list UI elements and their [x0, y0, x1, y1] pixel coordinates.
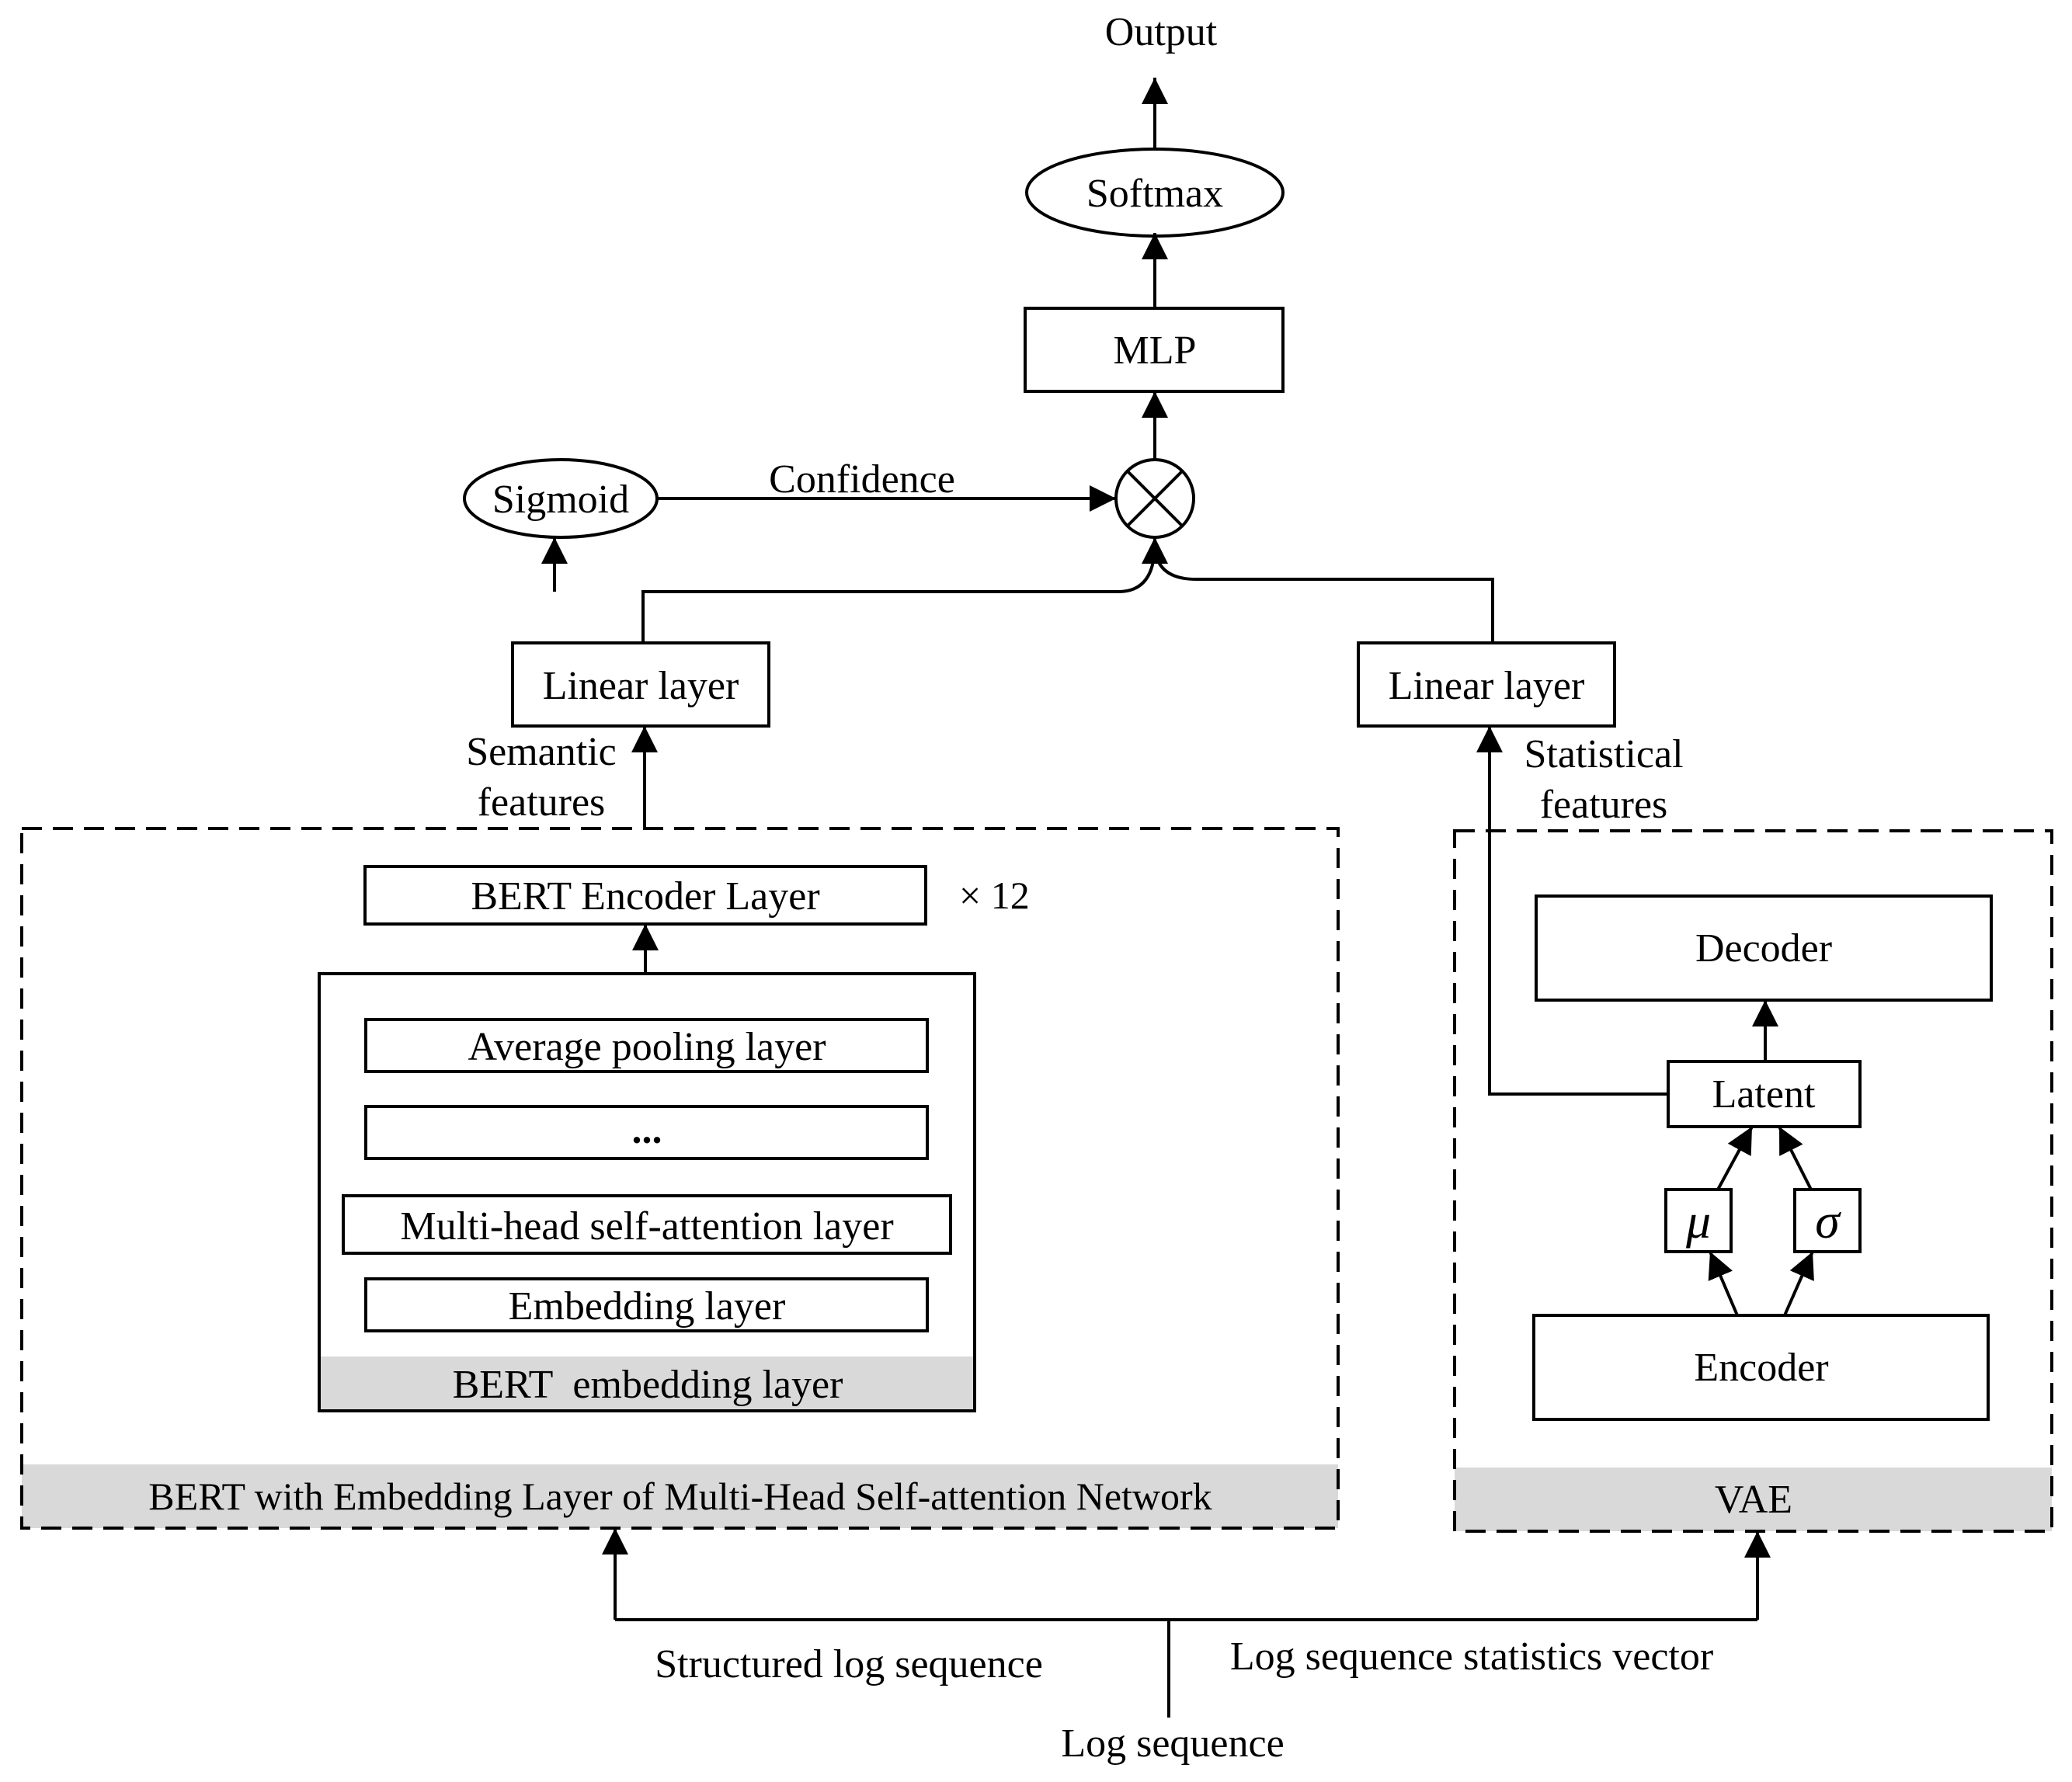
- embedding-layer-label: Embedding layer: [509, 1284, 786, 1329]
- mlp-box: [1024, 307, 1285, 393]
- sigma-symbol: σ: [1815, 1193, 1841, 1249]
- times-12-label: × 12: [959, 874, 1030, 917]
- encoder-label: Encoder: [1694, 1346, 1828, 1390]
- connector-left-linear: [641, 543, 1156, 643]
- latent-label: Latent: [1712, 1072, 1816, 1117]
- confidence-label: Confidence: [769, 457, 955, 502]
- arrow-mu-to-latent: [1716, 1126, 1754, 1190]
- linear-layer-left-label: Linear layer: [543, 664, 739, 708]
- embedding-layer-box: [364, 1277, 929, 1332]
- bert-module-title: BERT with Embedding Layer of Multi-Head …: [148, 1475, 1212, 1518]
- bert-encoder-layer-box: [363, 865, 927, 926]
- log-sequence-statistics-vector-label: Log sequence statistics vector: [1230, 1634, 1713, 1679]
- encoder-box: [1532, 1314, 1990, 1421]
- linear-layer-right-box: [1357, 641, 1616, 728]
- output-label: Output: [1105, 10, 1218, 54]
- mu-symbol: μ: [1685, 1193, 1711, 1249]
- latent-box: [1667, 1060, 1862, 1128]
- arrow-encoder-to-sigma: [1783, 1251, 1814, 1316]
- vae-title: VAE: [1715, 1478, 1792, 1522]
- average-pooling-label: Average pooling layer: [468, 1025, 826, 1069]
- log-sequence-label: Log sequence: [1061, 1721, 1284, 1766]
- arrow-sigma-to-latent: [1778, 1126, 1813, 1190]
- softmax-label: Softmax: [1086, 172, 1223, 216]
- mlp-label: MLP: [1114, 328, 1197, 373]
- decoder-label: Decoder: [1695, 926, 1832, 971]
- linear-layer-left-box: [511, 641, 770, 728]
- statistical-features-label-2: features: [1540, 783, 1668, 827]
- bert-embedding-label: BERT embedding layer: [453, 1363, 843, 1407]
- mu-box: [1664, 1188, 1733, 1253]
- bert-embedding-band: [321, 1356, 973, 1409]
- bert-module-frame: [20, 827, 1340, 1530]
- sigmoid-label: Sigmoid: [492, 478, 629, 522]
- semantic-features-label-1: Semantic: [466, 730, 617, 774]
- multi-head-attention-box: [342, 1194, 952, 1255]
- vae-title-band: [1455, 1468, 2052, 1531]
- sigma-box: [1793, 1188, 1862, 1253]
- ellipsis-box: [364, 1105, 929, 1160]
- semantic-features-label-2: features: [478, 780, 606, 825]
- multi-head-attention-label: Multi-head self-attention layer: [400, 1204, 893, 1249]
- average-pooling-box: [364, 1018, 929, 1073]
- decoder-box: [1535, 894, 1993, 1002]
- bert-module-title-band: [22, 1464, 1338, 1528]
- connector-right-linear: [1153, 543, 1494, 643]
- structured-log-sequence-label: Structured log sequence: [655, 1642, 1043, 1686]
- bert-encoder-layer-label: BERT Encoder Layer: [471, 874, 819, 919]
- ellipsis-label: ...: [632, 1108, 662, 1152]
- arrow-encoder-to-mu: [1708, 1251, 1739, 1316]
- statistical-features-label-1: Statistical: [1524, 732, 1683, 776]
- multiply-node: [1114, 458, 1195, 539]
- linear-layer-right-label: Linear layer: [1389, 664, 1585, 708]
- arrow-latent-to-linear-right: [1476, 726, 1668, 1096]
